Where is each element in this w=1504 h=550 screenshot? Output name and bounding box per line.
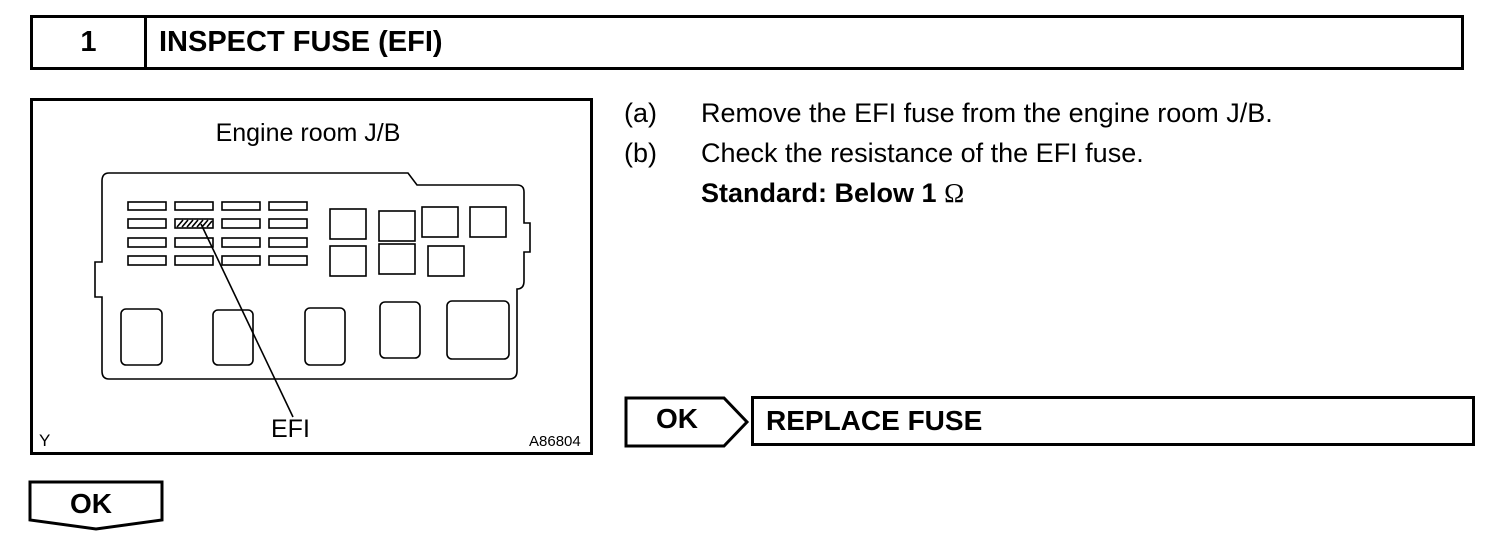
relay-blocks [329, 206, 507, 277]
right-arrow-icon [624, 396, 750, 448]
standard-label: Standard: Below 1 [701, 178, 937, 208]
step-title: INSPECT FUSE (EFI) [159, 26, 443, 58]
efi-callout-label: EFI [271, 415, 310, 443]
figure-engine-room-jb: Engine room J/B EFI Y A86804 [30, 98, 593, 455]
instruction-item: (b) Check the resistance of the EFI fuse… [624, 133, 1273, 173]
large-relay-blocks [120, 300, 510, 366]
efi-fuse-icon [174, 218, 214, 229]
result-ok-arrow: OK [624, 396, 750, 453]
result-action-box: REPLACE FUSE [751, 396, 1475, 446]
figure-corner-mark: Y [39, 431, 51, 450]
step-number: 1 [33, 18, 147, 67]
standard-spec: Standard: Below 1 Ω [624, 173, 1273, 213]
ohm-unit: Ω [944, 178, 965, 208]
instruction-item: (a) Remove the EFI fuse from the engine … [624, 93, 1273, 133]
instruction-list: (a) Remove the EFI fuse from the engine … [624, 93, 1273, 213]
fuse-grid [127, 201, 308, 266]
instruction-text: Remove the EFI fuse from the engine room… [701, 98, 1273, 128]
figure-code: A86804 [529, 433, 581, 450]
step-header: 1 INSPECT FUSE (EFI) [30, 15, 1464, 70]
junction-block-outline [94, 172, 531, 380]
instruction-label: (b) [624, 138, 657, 168]
result-ok-label: OK [656, 403, 698, 434]
down-arrow-icon [28, 480, 164, 531]
instruction-label: (a) [624, 98, 657, 128]
next-ok-arrow: OK [28, 480, 166, 537]
next-ok-label: OK [70, 488, 112, 519]
instruction-text: Check the resistance of the EFI fuse. [701, 138, 1144, 168]
efi-leader-line [200, 223, 294, 418]
junction-block-drawing [94, 172, 531, 418]
figure-title: Engine room J/B [215, 119, 401, 147]
